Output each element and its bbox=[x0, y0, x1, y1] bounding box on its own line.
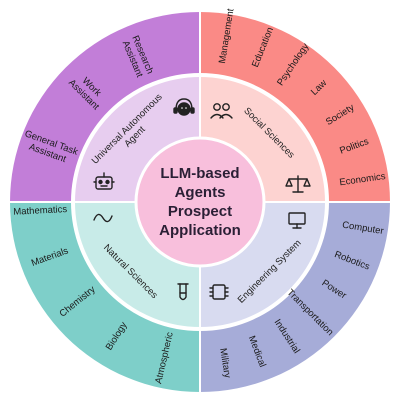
robot-icon bbox=[93, 172, 115, 190]
social-inner-segment bbox=[200, 75, 327, 202]
outer-item: Military bbox=[217, 347, 233, 379]
outer-item: Mathematics bbox=[13, 204, 68, 218]
monitor-icon bbox=[288, 212, 306, 229]
universal-outer-segment bbox=[10, 12, 200, 202]
engineering-inner-segment bbox=[200, 202, 327, 329]
center-title-line: Application bbox=[159, 222, 241, 239]
center-circle bbox=[134, 136, 266, 268]
people-icon bbox=[210, 103, 233, 119]
engineering-outer-segment bbox=[200, 202, 390, 392]
agent-headset-icon bbox=[173, 98, 195, 116]
natural-inner-segment bbox=[73, 202, 200, 329]
outer-item-label: Mathematics bbox=[13, 204, 68, 218]
test-tube-icon bbox=[177, 283, 189, 301]
natural-outer-segment bbox=[10, 202, 200, 392]
center-title-line: LLM-based bbox=[160, 165, 239, 182]
social-outer-segment bbox=[200, 12, 390, 202]
chip-icon bbox=[209, 284, 229, 300]
outer-item-label: Military bbox=[217, 347, 233, 379]
universal-inner-segment bbox=[73, 75, 200, 202]
center-title-line: Prospect bbox=[168, 203, 232, 220]
scales-icon bbox=[285, 175, 311, 193]
center-title-line: Agents bbox=[175, 184, 226, 201]
wave-icon bbox=[93, 213, 113, 223]
